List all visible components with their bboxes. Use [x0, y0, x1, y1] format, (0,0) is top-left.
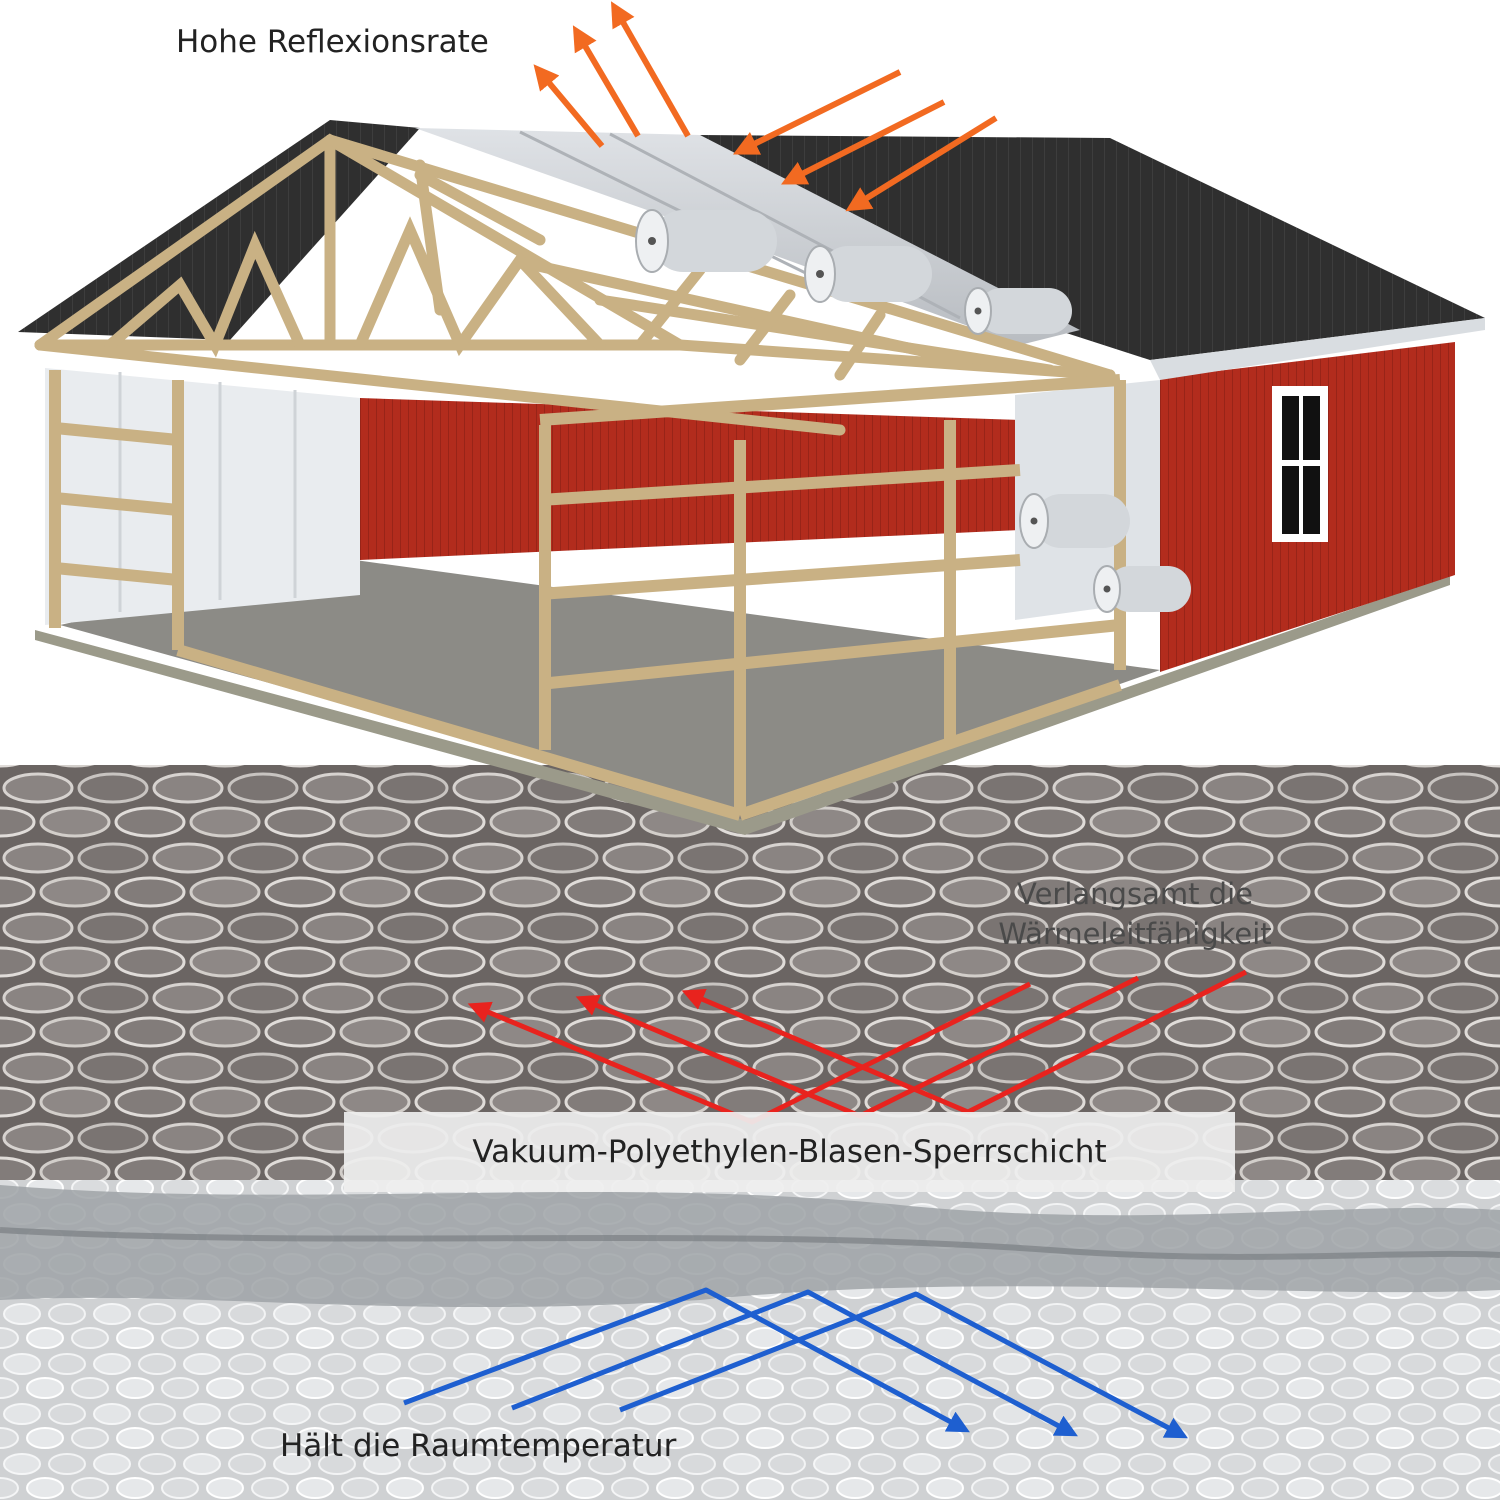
insulation-roll-icon [1019, 493, 1130, 549]
bubble-foil-texture [0, 765, 1500, 1500]
arrow-icon [781, 99, 946, 185]
slows-conductivity-line-1: Verlangsamt die [1017, 877, 1253, 911]
temperature-arrows [403, 1287, 1188, 1439]
arrow-icon [511, 1289, 1078, 1437]
insulation-roll-icon [1093, 565, 1191, 613]
insulation-roll-icon [964, 287, 1072, 335]
high-reflection-label: Hohe Reflexionsrate [176, 24, 489, 60]
slows-conductivity-line-2: Wärmeleitfähigkeit [998, 917, 1272, 951]
room-temperature-label: Hält die Raumtemperatur [280, 1428, 677, 1464]
arrow-icon [845, 115, 998, 212]
slows-conductivity-label: Verlangsamt die Wärmeleitfähigkeit [980, 874, 1290, 954]
barrier-layer-text: Vakuum-Polyethylen-Blasen-Sperrschicht [472, 1134, 1107, 1170]
arrow-icon [619, 1291, 1188, 1439]
barrier-layer-label: Vakuum-Polyethylen-Blasen-Sperrschicht [344, 1112, 1235, 1192]
arrow-icon [572, 25, 641, 138]
arrow-icon [732, 69, 902, 155]
reflection-arrows [533, 1, 998, 212]
insulation-roll-icon [635, 209, 777, 273]
arrow-icon [610, 1, 691, 138]
arrow-icon [533, 64, 605, 148]
arrow-icon [403, 1287, 970, 1433]
house-frame-illustration [18, 120, 1485, 835]
insulation-roll-icon [804, 245, 932, 303]
